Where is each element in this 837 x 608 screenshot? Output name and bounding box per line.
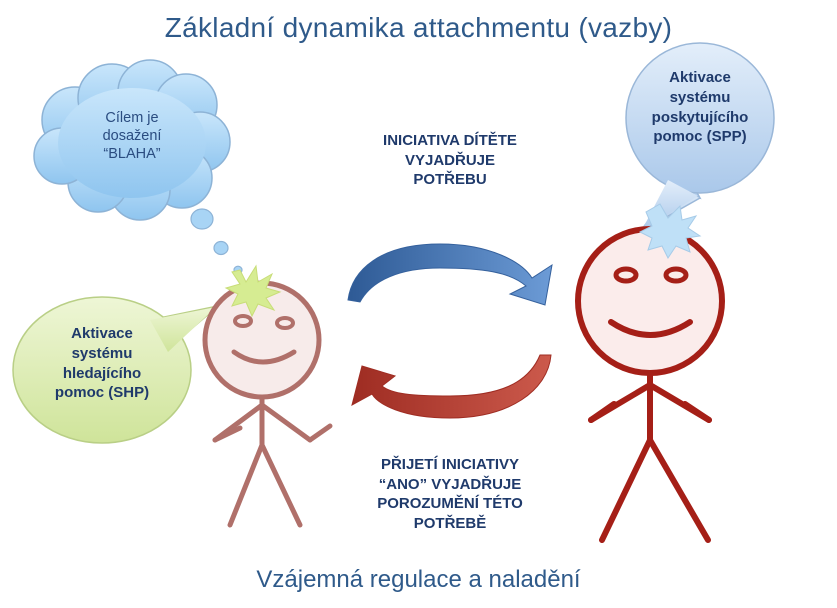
left-bubble-line: pomoc (SHP) xyxy=(54,384,150,402)
thought-dots xyxy=(190,208,243,275)
bottom-caption-line: POROZUMĚNÍ TÉTO xyxy=(377,495,523,512)
adult-figure xyxy=(575,226,725,543)
right-bubble-line: systému xyxy=(669,88,731,106)
right-bubble-line: pomoc (SPP) xyxy=(653,128,747,146)
thought-line: Cílem je xyxy=(105,110,159,126)
top-caption-line: POTŘEBU xyxy=(413,171,487,188)
top-caption-line: INICIATIVA DÍTĚTE xyxy=(383,132,517,149)
bottom-caption: PŘIJETÍ INICIATIVY “ANO” VYJADŘUJE POROZ… xyxy=(345,455,555,533)
thought-line: dosažení xyxy=(102,128,162,145)
thought-cloud-text: Cílem je dosažení “BLAHA” xyxy=(82,109,182,163)
left-bubble-line: Aktivace xyxy=(71,325,133,342)
top-caption-line: VYJADŘUJE xyxy=(404,151,496,169)
top-caption: INICIATIVA DÍTĚTE VYJADŘUJE POTŘEBU xyxy=(355,131,545,190)
child-activation-burst xyxy=(224,264,282,318)
thought-line: “BLAHA” xyxy=(103,146,161,163)
right-bubble-line: Aktivace xyxy=(669,69,731,86)
blue-cycle-arrow xyxy=(347,243,553,306)
left-speech-bubble-shape xyxy=(12,296,221,444)
child-figure xyxy=(202,280,333,528)
bottom-caption-line: “ANO” VYJADŘUJE xyxy=(378,475,522,493)
adult-activation-burst xyxy=(638,203,702,259)
right-bubble-text: Aktivace systému poskytujícího pomoc (SP… xyxy=(640,68,760,147)
thought-cloud xyxy=(33,59,231,221)
right-bubble-line: poskytujícího xyxy=(651,108,749,126)
bottom-caption-line: PŘIJETÍ INICIATIVY xyxy=(380,456,520,473)
bottom-caption-line: POTŘEBĚ xyxy=(413,514,487,532)
diagram-footer: Vzájemná regulace a naladění xyxy=(256,566,581,593)
left-bubble-line: hledajícího xyxy=(62,364,142,382)
left-bubble-line: systému xyxy=(71,344,133,362)
diagram-title: Základní dynamika attachmentu (vazby) xyxy=(164,12,673,43)
red-cycle-arrow xyxy=(351,354,552,419)
left-bubble-text: Aktivace systému hledajícího pomoc (SHP) xyxy=(42,324,162,403)
